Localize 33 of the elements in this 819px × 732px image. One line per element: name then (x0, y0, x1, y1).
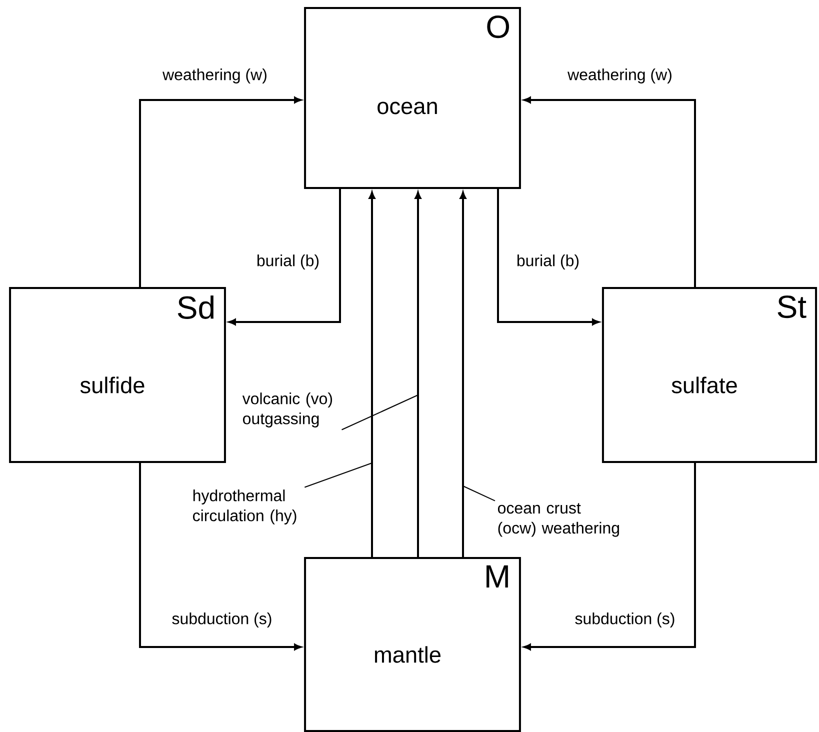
edge-label: weathering (w) (161, 67, 269, 85)
box-letter: St (778, 295, 806, 318)
edge-label: burial (b) (255, 253, 321, 271)
edge-label: weathering (w) (566, 67, 674, 85)
arrow (368, 192, 376, 557)
edge-label: subduction (s) (170, 611, 274, 629)
reservoir-box (304, 556, 521, 732)
annotation-text: hydrothermal circulation (hy) (193, 490, 296, 524)
arrow (139, 96, 302, 287)
leader-line (462, 486, 496, 502)
arrow (497, 189, 600, 326)
arrow (524, 96, 696, 287)
box-letter: Sd (178, 295, 214, 319)
arrow (139, 463, 302, 650)
box-label: ocean (378, 102, 437, 114)
reservoir-box (9, 287, 226, 463)
arrow (228, 189, 341, 326)
leader-line (304, 462, 372, 488)
reservoir-box (602, 287, 818, 463)
reservoir-box (304, 7, 521, 189)
arrow (414, 192, 422, 557)
annotation-text: ocean crust (ocw) weathering (498, 503, 619, 537)
arrow (460, 192, 466, 557)
box-label: sulfide (80, 376, 144, 394)
arrow (524, 463, 696, 650)
box-letter: O (487, 15, 510, 38)
box-label: sulfate (672, 376, 737, 394)
edge-label: subduction (s) (573, 611, 677, 629)
leader-line (342, 394, 418, 430)
edge-label: burial (b) (515, 253, 581, 271)
annotation-text: volcanic (vo) outgassing (242, 392, 332, 428)
box-label: mantle (375, 646, 440, 663)
box-letter: M (486, 565, 508, 588)
